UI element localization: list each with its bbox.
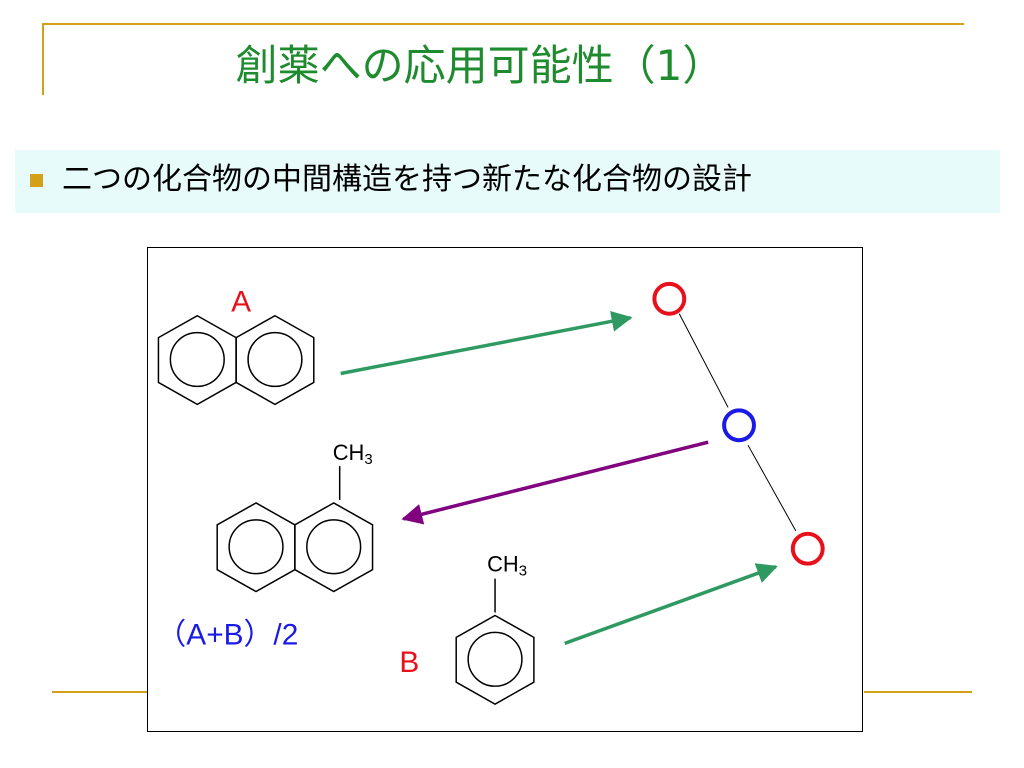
arrow-b-to-node — [564, 563, 778, 646]
label-b: B — [399, 646, 419, 679]
footer-line-right — [864, 691, 972, 693]
node-middle-blue — [722, 408, 756, 443]
bullet-square-icon — [30, 174, 43, 187]
slide-title: 創薬への応用可能性（1） — [235, 41, 725, 90]
node-link-bottom — [747, 444, 797, 532]
methylnaphthalene-mix-icon — [216, 466, 374, 593]
label-mix: （A+B）/2 — [156, 618, 298, 651]
frame-left-line — [42, 23, 44, 95]
ch3-bottom-sub: 3 — [519, 563, 527, 580]
arrow-node-to-mix — [401, 440, 709, 525]
diagram-svg: A CH3 — [156, 281, 825, 705]
node-bottom-red — [790, 531, 825, 566]
bullet-text: 二つの化合物の中間構造を持つ新たな化合物の設計 — [62, 162, 752, 197]
bullet-band — [15, 150, 1000, 213]
diagram-box: A CH3 — [147, 247, 863, 732]
toluene-b-icon — [455, 578, 535, 705]
label-a: A — [231, 286, 251, 319]
ch3-bottom-main: CH — [487, 552, 519, 577]
arrow-a-to-node — [340, 310, 633, 376]
frame-top-line — [42, 23, 964, 25]
footer-line-left — [52, 691, 148, 693]
naphthalene-a-icon — [157, 314, 315, 406]
ch3-top-main: CH — [333, 440, 365, 465]
ch3-bottom-label: CH3 — [487, 552, 527, 580]
ch3-top-sub: 3 — [364, 451, 372, 468]
node-top-red — [652, 281, 687, 316]
ch3-top-label: CH3 — [333, 440, 373, 468]
node-link-top — [678, 313, 729, 408]
